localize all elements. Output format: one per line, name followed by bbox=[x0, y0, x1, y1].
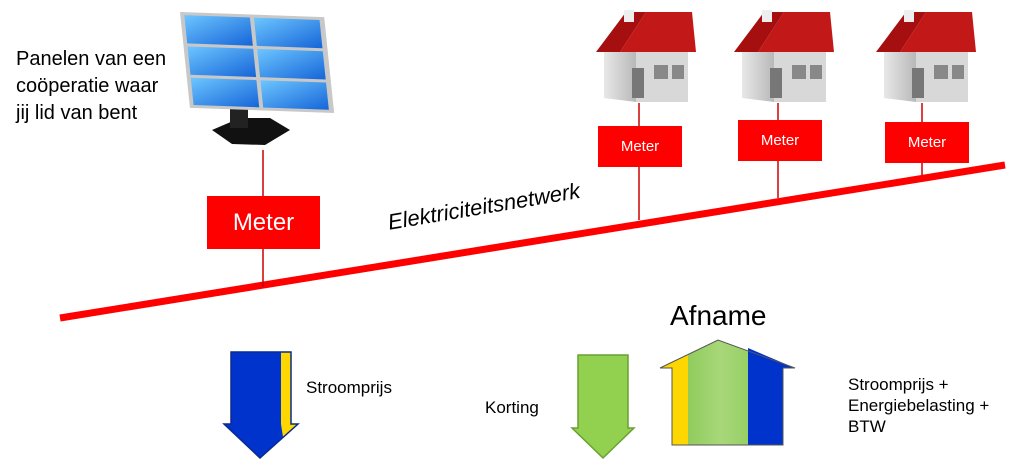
house1-meter-label: Meter bbox=[620, 138, 660, 155]
house-icon-3 bbox=[876, 10, 976, 102]
house1-meter: Meter bbox=[598, 126, 682, 167]
panel-meter: Meter bbox=[207, 196, 320, 249]
afname-caption-line2: Energiebelasting + bbox=[848, 396, 990, 415]
korting-arrow-icon bbox=[570, 354, 636, 460]
afname-caption-line1: Stroomprijs + bbox=[848, 375, 949, 394]
afname-arrow-icon bbox=[659, 339, 796, 446]
house3-meter: Meter bbox=[885, 122, 969, 163]
afname-caption: Stroomprijs + Energiebelasting + BTW bbox=[848, 374, 989, 437]
house3-meter-label: Meter bbox=[907, 134, 947, 151]
stroomprijs-label: Stroomprijs bbox=[306, 378, 392, 397]
panel-caption-line2: coöperatie waar bbox=[16, 75, 159, 97]
house2-meter: Meter bbox=[738, 120, 822, 161]
panel-caption: Panelen van een coöperatie waar jij lid … bbox=[16, 46, 166, 127]
house-icon-1 bbox=[596, 10, 696, 102]
house2-meter-label: Meter bbox=[760, 132, 800, 149]
korting-label: Korting bbox=[485, 398, 539, 417]
panel-caption-line3: jij lid van bent bbox=[16, 102, 138, 124]
panel-caption-line1: Panelen van een bbox=[16, 48, 167, 70]
stroomprijs-arrow-icon bbox=[222, 351, 300, 460]
network-line bbox=[59, 161, 1006, 322]
solar-panel-icon bbox=[180, 12, 335, 145]
afname-caption-line3: BTW bbox=[848, 417, 886, 436]
house-icon-2 bbox=[734, 10, 834, 102]
panel-meter-label: Meter bbox=[232, 208, 295, 236]
afname-title: Afname bbox=[670, 300, 767, 331]
